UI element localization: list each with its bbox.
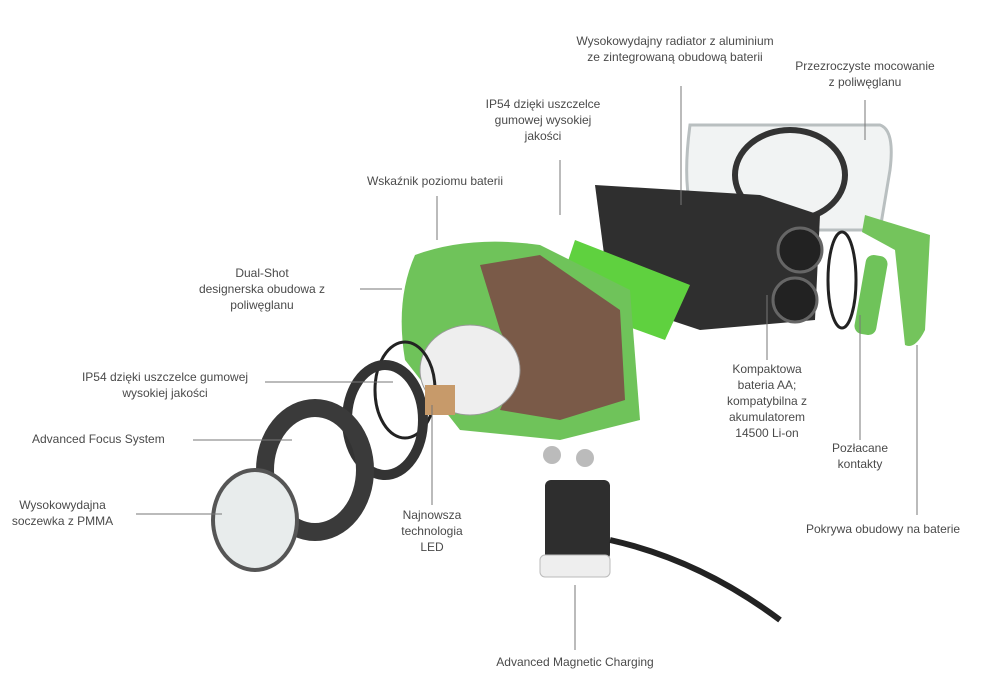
label-line: kontakty (837, 457, 883, 471)
label-radiator: Wysokowydajny radiator z aluminium ze zi… (570, 33, 780, 65)
label-line: wysokiej jakości (122, 386, 208, 400)
label-ip54-left: IP54 dzięki uszczelce gumowej wysokiej j… (70, 369, 260, 401)
label-battery-indicator: Wskaźnik poziomu baterii (355, 173, 515, 189)
contact-plate (854, 254, 888, 336)
label-line: gumowej wysokiej (494, 113, 592, 127)
label-line: Pokrywa obudowy na baterie (806, 522, 961, 536)
charging-cable (609, 537, 782, 623)
label-line: z poliwęglanu (828, 75, 902, 89)
label-line: bateria AA; (737, 378, 797, 392)
leader-lines (136, 86, 918, 650)
led-module (425, 385, 455, 415)
battery-gasket (826, 230, 858, 330)
label-line: kompatybilna z (726, 394, 808, 408)
label-line: LED (420, 540, 444, 554)
label-battery: Kompaktowa bateria AA; kompatybilna z ak… (717, 361, 817, 441)
label-line: Advanced Magnetic Charging (496, 655, 654, 669)
label-line: Przezroczyste mocowanie (795, 59, 935, 73)
label-line: ze zintegrowaną obudową baterii (587, 50, 763, 64)
label-line: Pozłacane (831, 441, 889, 455)
charger-base (539, 554, 611, 578)
battery-cover (862, 215, 930, 346)
label-focus-system: Advanced Focus System (32, 431, 165, 447)
magnetic-charger (545, 480, 610, 560)
label-ip54-top: IP54 dzięki uszczelce gumowej wysokiej j… (483, 96, 603, 144)
label-contacts: Pozłacane kontakty (815, 440, 905, 472)
label-line: jakości (524, 129, 562, 143)
label-line: akumulatorem (728, 410, 806, 424)
charging-pin (576, 449, 594, 467)
label-line: poliwęglanu (230, 298, 294, 312)
label-mount: Przezroczyste mocowanie z poliwęglanu (780, 58, 950, 90)
label-dual-shot: Dual-Shot designerska obudowa z poliwęgl… (187, 265, 337, 313)
label-line: designerska obudowa z (198, 282, 326, 296)
label-line: soczewka z PMMA (11, 514, 114, 528)
label-line: Advanced Focus System (32, 432, 165, 446)
label-line: technologia (401, 524, 463, 538)
label-line: Dual-Shot (235, 266, 289, 280)
label-line: Kompaktowa (732, 362, 802, 376)
label-line: Wskaźnik poziomu baterii (366, 174, 504, 188)
label-line: IP54 dzięki uszczelce gumowej (81, 370, 249, 384)
label-charging: Advanced Magnetic Charging (475, 654, 675, 670)
label-lens: Wysokowydajna soczewka z PMMA (5, 497, 120, 529)
label-cover: Pokrywa obudowy na baterie (806, 521, 960, 537)
label-line: Wysokowydajna (19, 498, 106, 512)
label-line: IP54 dzięki uszczelce (485, 97, 601, 111)
label-line: 14500 Li-on (735, 426, 799, 440)
charging-pin (543, 446, 561, 464)
label-line: Wysokowydajny radiator z aluminium (576, 34, 774, 48)
lens (211, 468, 299, 572)
label-led: Najnowsza technologia LED (392, 507, 472, 555)
label-line: Najnowsza (402, 508, 462, 522)
